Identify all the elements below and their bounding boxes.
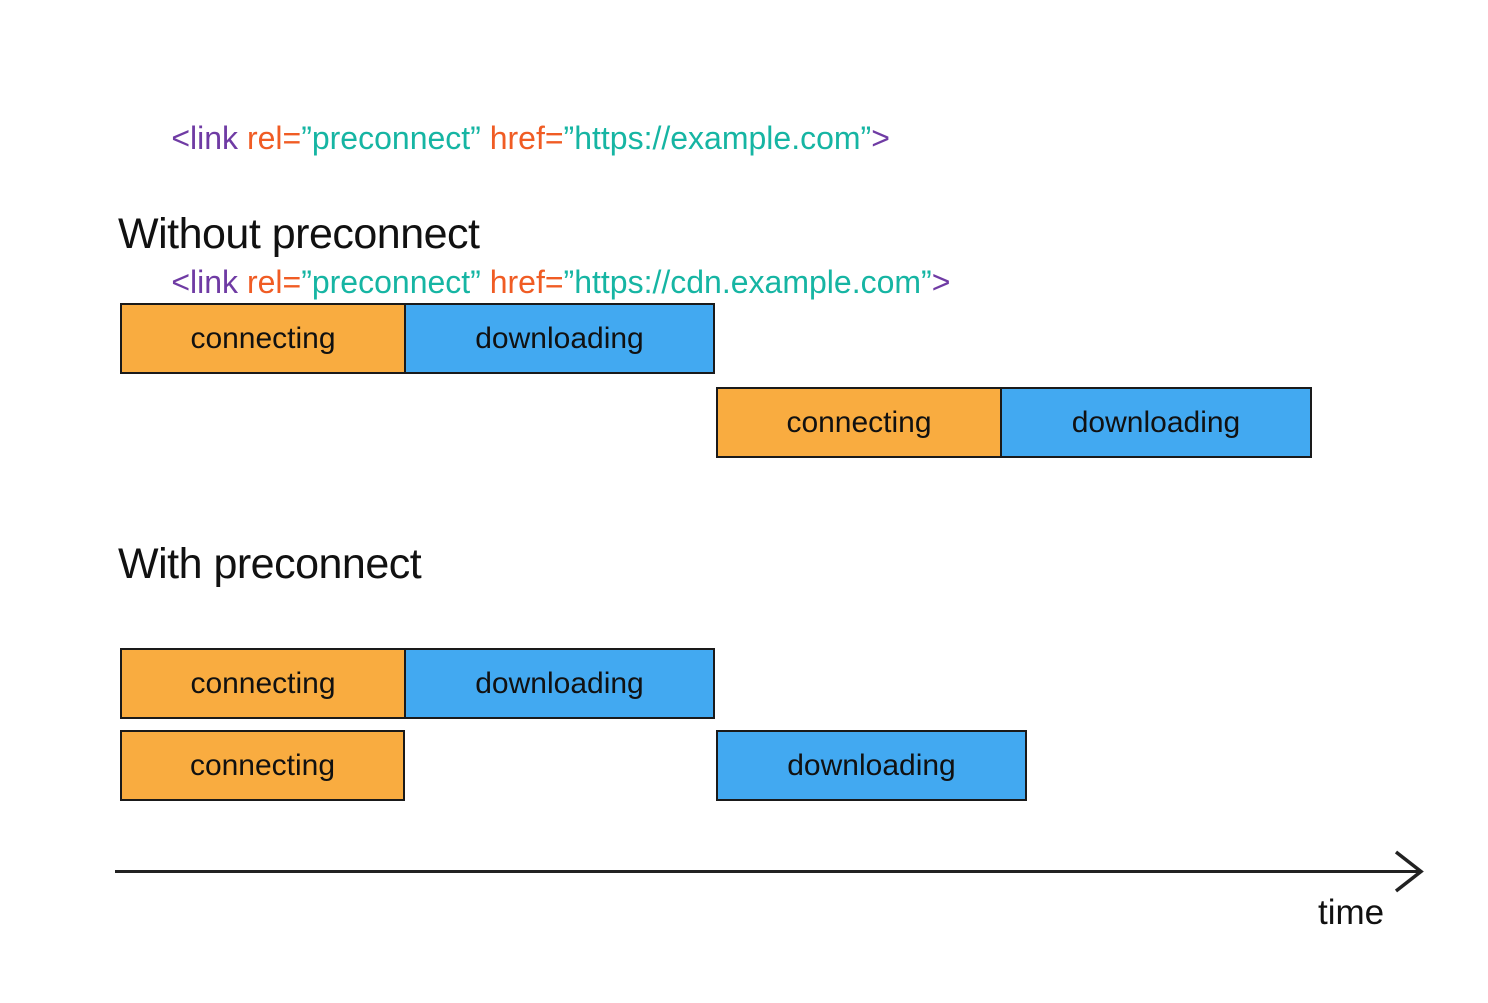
with-preconnect-heading: With preconnect	[118, 540, 422, 588]
code-token-href-value: ”https://example.com”	[563, 120, 872, 156]
code-snippet: <link rel=”preconnect” href=”https://exa…	[118, 66, 950, 354]
code-token-rel-value: ”preconnect”	[301, 120, 490, 156]
with-request2-connecting-bar: connecting	[120, 730, 405, 801]
with-request1-connecting-segment: connecting	[122, 650, 404, 717]
arrowhead-icon	[1394, 850, 1424, 893]
code-token-rel-attr: rel=	[246, 264, 302, 300]
code-token-href-attr: href=	[489, 264, 564, 300]
code-token-tag-close: >	[871, 120, 890, 156]
with-request2-downloading-segment: downloading	[718, 732, 1025, 799]
code-token-href-value: ”https://cdn.example.com”	[563, 264, 932, 300]
code-token-tag-open: <link	[171, 264, 247, 300]
without-request1-bar: connecting downloading	[120, 303, 715, 374]
with-request1-bar: connecting downloading	[120, 648, 715, 719]
without-request2-downloading-segment: downloading	[1000, 389, 1310, 456]
code-line-1: <link rel=”preconnect” href=”https://exa…	[118, 66, 950, 210]
without-request2-bar: connecting downloading	[716, 387, 1312, 458]
without-preconnect-heading: Without preconnect	[118, 210, 480, 258]
with-request2-downloading-bar: downloading	[716, 730, 1027, 801]
time-axis-label: time	[1318, 893, 1385, 932]
code-token-rel-attr: rel=	[246, 120, 302, 156]
code-token-tag-open: <link	[171, 120, 247, 156]
with-request2-connecting-segment: connecting	[122, 732, 403, 799]
with-request1-downloading-segment: downloading	[404, 650, 713, 717]
code-token-href-attr: href=	[489, 120, 564, 156]
without-request1-connecting-segment: connecting	[122, 305, 404, 372]
code-line-2: <link rel=”preconnect” href=”https://cdn…	[118, 210, 950, 354]
without-request2-connecting-segment: connecting	[718, 389, 1000, 456]
code-token-rel-value: ”preconnect”	[301, 264, 490, 300]
without-request1-downloading-segment: downloading	[404, 305, 713, 372]
code-token-tag-close: >	[931, 264, 951, 300]
time-axis	[115, 850, 1424, 893]
